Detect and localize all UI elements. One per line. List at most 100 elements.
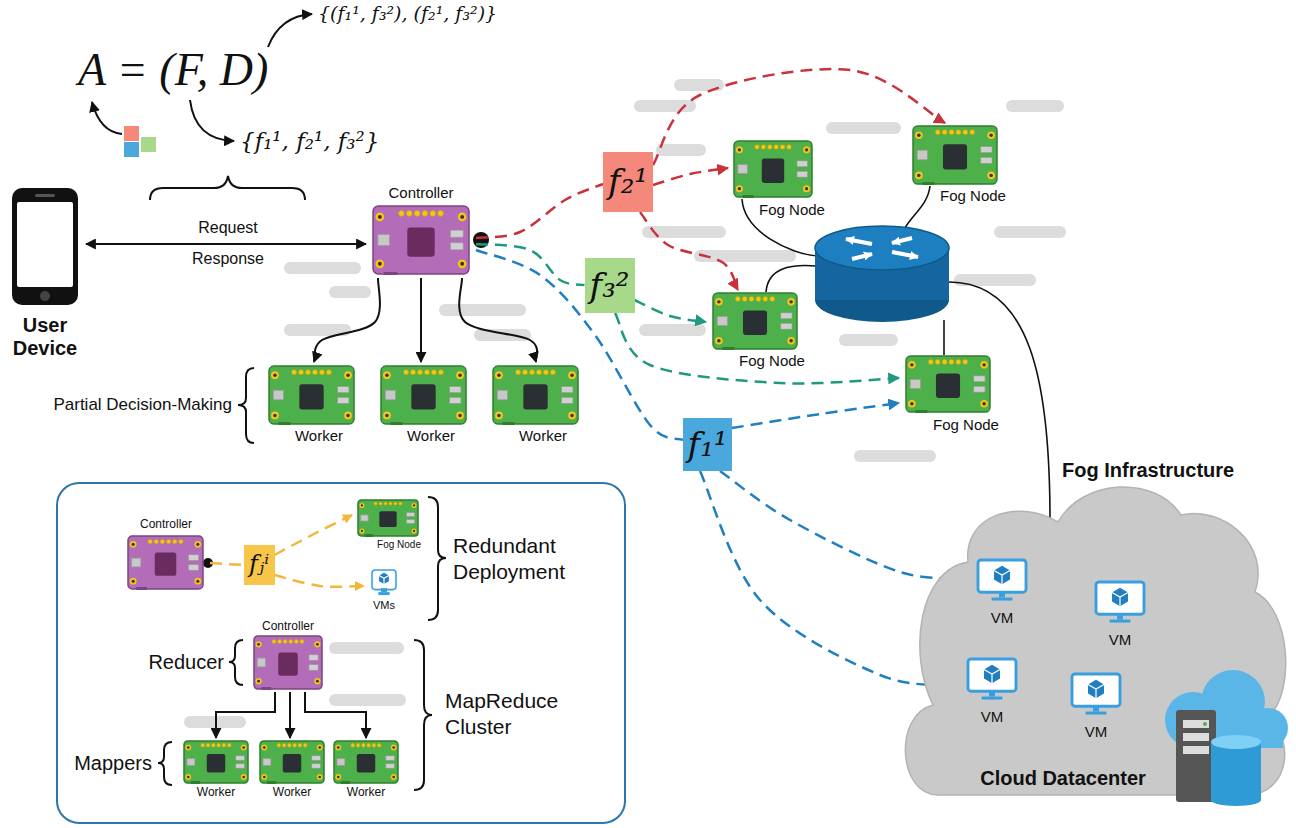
node-label: Controller [388,184,453,201]
circuit-board [738,187,741,190]
circuit-board [317,745,323,751]
router-symbol [852,254,872,259]
circuit-board [383,412,391,420]
circuit-board [269,366,354,424]
circuit-board [312,756,321,760]
circuit-board [383,371,391,379]
circuit-board [770,296,775,301]
connector [289,692,291,738]
circuit-board [361,515,368,521]
node-label: VM [1109,631,1132,648]
fog-node: Fog Node [899,353,1007,437]
vm-icon [994,566,1010,584]
phone-icon [40,291,50,301]
circuit-board [536,370,541,375]
vm-icon [379,573,389,584]
phone-icon [12,188,78,305]
circuit-board [184,741,248,783]
circuit-board [128,536,203,589]
circuit-board [132,558,141,567]
circuit-board [335,745,341,751]
circuit-board [312,370,317,375]
edge-caption-holder: Response [192,250,264,268]
group-caption: MapReduce Cluster [445,688,580,741]
circuit-board [963,359,968,364]
circuit-board [411,370,416,375]
haze-bar [845,334,892,346]
haze-bar [640,100,690,112]
circuit-board [194,541,201,548]
circuit-board [523,384,547,409]
circuit-board [456,371,464,379]
vm-icon [968,659,1016,691]
vm-icon [1117,613,1123,619]
node-label: VMs [373,599,395,612]
cloud-shape [893,470,1293,806]
circuit-board [980,400,988,408]
connector [275,515,353,555]
function-box: fⱼⁱ [244,545,275,585]
circuit-board [222,743,226,747]
cloud-shape [1211,794,1261,806]
circuit-board [974,376,985,382]
group-caption-holder: Redundant Deployment [453,533,588,586]
circuit-board [413,530,415,532]
circuit-board [257,658,265,667]
node-label: Worker [407,427,455,444]
node-label: User Device [9,314,81,360]
circuit-board [987,131,995,139]
circuit-board [438,370,443,375]
vm-icon [378,592,389,595]
circuit-board [318,746,321,749]
circuit-board [530,370,535,375]
circuit-board [404,370,409,375]
circuit-board [458,373,461,376]
circuit-board [312,764,321,768]
circuit-board [379,502,382,505]
connector [86,243,366,245]
vm-icon [982,697,1003,700]
circuit-board [987,172,995,180]
circuit-board [335,774,341,780]
router-symbol [892,252,918,257]
request-squares [141,137,156,152]
circuit-board [780,145,785,150]
circuit-board [917,133,920,136]
circuit-board [736,185,743,192]
formula-arrow [268,14,312,47]
circuit-board [516,370,521,375]
circuit-board [211,743,215,747]
vm-icon [1086,712,1107,715]
fog-node: Fog Node [706,290,814,372]
circuit-board [378,215,382,219]
circuit-board [761,145,766,150]
circuit-board [314,641,320,647]
circuit-board [942,359,947,364]
circuit-board [749,296,754,301]
group-caption-holder: MapReduce Cluster [445,688,580,741]
circuit-board [257,680,260,683]
circuit-board [912,125,998,185]
haze-bar [1000,226,1060,238]
circuit-board [391,745,397,751]
circuit-board [928,359,933,364]
router-symbol [846,239,872,244]
circuit-board [309,665,318,671]
vm-icon [370,568,398,596]
circuit-board [187,746,190,749]
connector [732,403,899,428]
group-caption: Reducer [148,651,224,674]
circuit-board [412,528,417,533]
circuit-board [389,502,392,505]
circuit-board [316,643,319,646]
circuit-board [351,743,355,747]
haze-bar [335,286,365,298]
circuit-board [430,211,436,217]
circuit-board [130,541,137,548]
connector [640,212,738,290]
circuit-board [155,553,177,576]
circuit-board [963,130,968,135]
circuit-board [378,262,382,266]
circuit-board [917,174,920,177]
node-label: Worker [347,786,385,800]
